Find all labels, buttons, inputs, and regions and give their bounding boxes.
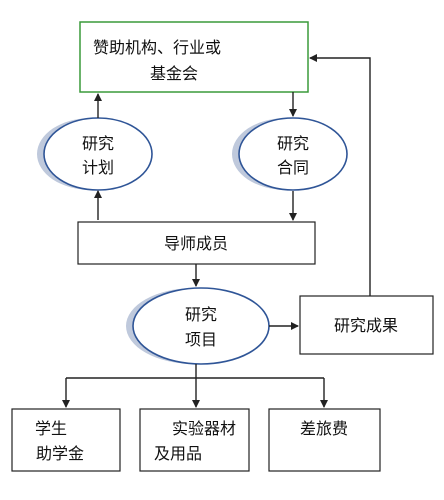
research-plan-label-line1: 研究 [82,134,114,153]
research-contract-label-line2: 合同 [277,158,309,177]
student-grants-label-line2: 助学金 [36,444,84,463]
research-project-label-line1: 研究 [185,305,217,324]
travel-expenses-label: 差旅费 [300,419,348,438]
student-grants-label-line1: 学生 [35,419,67,438]
research-results-label: 研究成果 [334,316,398,335]
lab-equipment-node: 实验器材 及用品 [139,408,250,472]
travel-expenses-node: 差旅费 [268,408,381,472]
lab-equipment-label-line2: 及用品 [154,444,202,463]
research-plan-ellipse [43,117,153,191]
research-results-node: 研究成果 [299,295,434,355]
connectors [62,54,371,408]
supervisor-members-label: 导师成员 [164,234,228,253]
sponsor-label-line2: 基金会 [150,64,198,83]
student-grants-node: 学生 助学金 [11,408,121,472]
research-project-ellipse [132,287,270,365]
research-plan-node: 研究 计划 [37,117,153,191]
student-grants-box [11,408,121,472]
research-contract-label-line1: 研究 [277,134,309,153]
lab-equipment-box [139,408,250,472]
travel-expenses-box [268,408,381,472]
research-contract-node: 研究 合同 [232,117,348,191]
supervisor-members-node: 导师成员 [77,221,316,265]
arrow-results-to-sponsor [309,54,371,296]
research-project-node: 研究 项目 [126,287,270,365]
research-project-label-line2: 项目 [185,330,217,349]
sponsor-box [79,21,309,93]
sponsor-node: 赞助机构、行业或 基金会 [79,21,309,93]
supervisor-members-box [77,221,316,265]
lab-equipment-label-line1: 实验器材 [172,419,236,438]
research-plan-label-line2: 计划 [82,158,114,177]
research-contract-ellipse [238,117,348,191]
research-results-box [299,295,434,355]
sponsor-label-line1: 赞助机构、行业或 [93,38,221,57]
